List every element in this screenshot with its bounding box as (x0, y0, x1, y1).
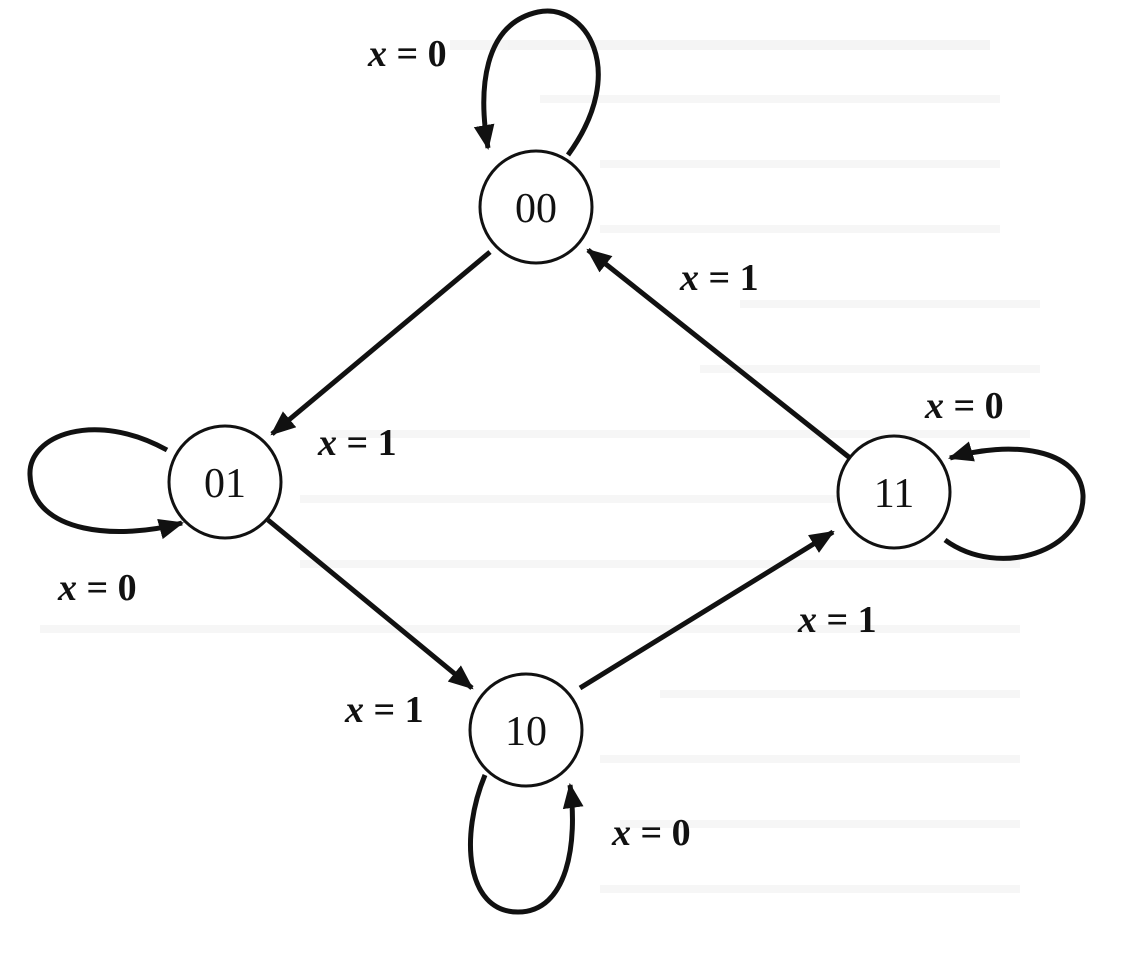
edge-11-to-00 (586, 248, 852, 460)
edge-00-to-01 (270, 250, 492, 436)
label-00-self: x = 0 (367, 33, 447, 75)
state-node-00: 00 (478, 149, 594, 265)
label-01-to-10: x = 1 (344, 689, 424, 731)
self-loop-11 (943, 441, 1086, 561)
edge-10-to-11 (578, 529, 835, 691)
self-loop-00 (473, 8, 601, 157)
label-11-self: x = 0 (924, 385, 1004, 427)
bleed-through-texture (40, 40, 1040, 893)
state-label-11: 11 (874, 471, 914, 517)
state-node-10: 10 (468, 672, 584, 788)
label-00-to-01: x = 1 (317, 422, 397, 464)
state-label-00: 00 (515, 186, 557, 232)
label-01-self: x = 0 (57, 567, 137, 609)
edge-01-to-10 (266, 518, 474, 690)
self-loop-01 (27, 427, 185, 540)
label-11-to-00: x = 1 (679, 257, 759, 299)
label-10-self: x = 0 (611, 812, 691, 854)
label-10-to-11: x = 1 (797, 599, 877, 641)
state-node-11: 11 (836, 434, 952, 550)
state-label-10: 10 (505, 709, 547, 755)
self-loop-10 (468, 774, 584, 915)
state-node-01: 01 (167, 424, 283, 540)
state-label-01: 01 (204, 461, 246, 507)
